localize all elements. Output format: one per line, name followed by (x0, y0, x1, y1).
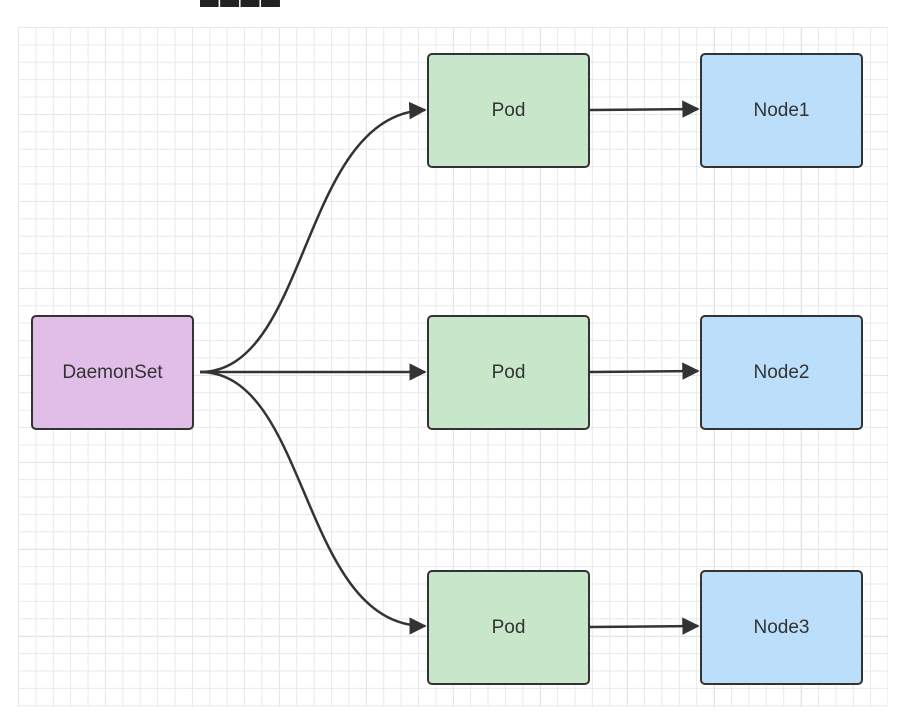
node3-box[interactable]: Node3 (700, 570, 863, 685)
pod-label: Pod (491, 99, 526, 121)
node3-label: Node3 (753, 616, 810, 638)
node2-label: Node2 (753, 361, 810, 383)
daemonset-label: DaemonSet (62, 361, 163, 383)
cropped-heading-fragment: ▆▆▆▆ (200, 0, 300, 7)
pod-label: Pod (491, 616, 526, 638)
pod-node-2[interactable]: Pod (427, 315, 590, 430)
edge-pod3-node3 (589, 617, 700, 635)
pod-node-1[interactable]: Pod (427, 53, 590, 168)
node1-box[interactable]: Node1 (700, 53, 863, 168)
node1-label: Node1 (753, 99, 810, 121)
edge-pod1-node1 (589, 100, 700, 118)
edge-daemonset-pod3 (199, 370, 427, 635)
edge-daemonset-pod1 (199, 101, 427, 374)
edge-pod2-node2 (589, 362, 700, 380)
daemonset-node[interactable]: DaemonSet (31, 315, 194, 430)
pod-node-3[interactable]: Pod (427, 570, 590, 685)
pod-label: Pod (491, 361, 526, 383)
node2-box[interactable]: Node2 (700, 315, 863, 430)
